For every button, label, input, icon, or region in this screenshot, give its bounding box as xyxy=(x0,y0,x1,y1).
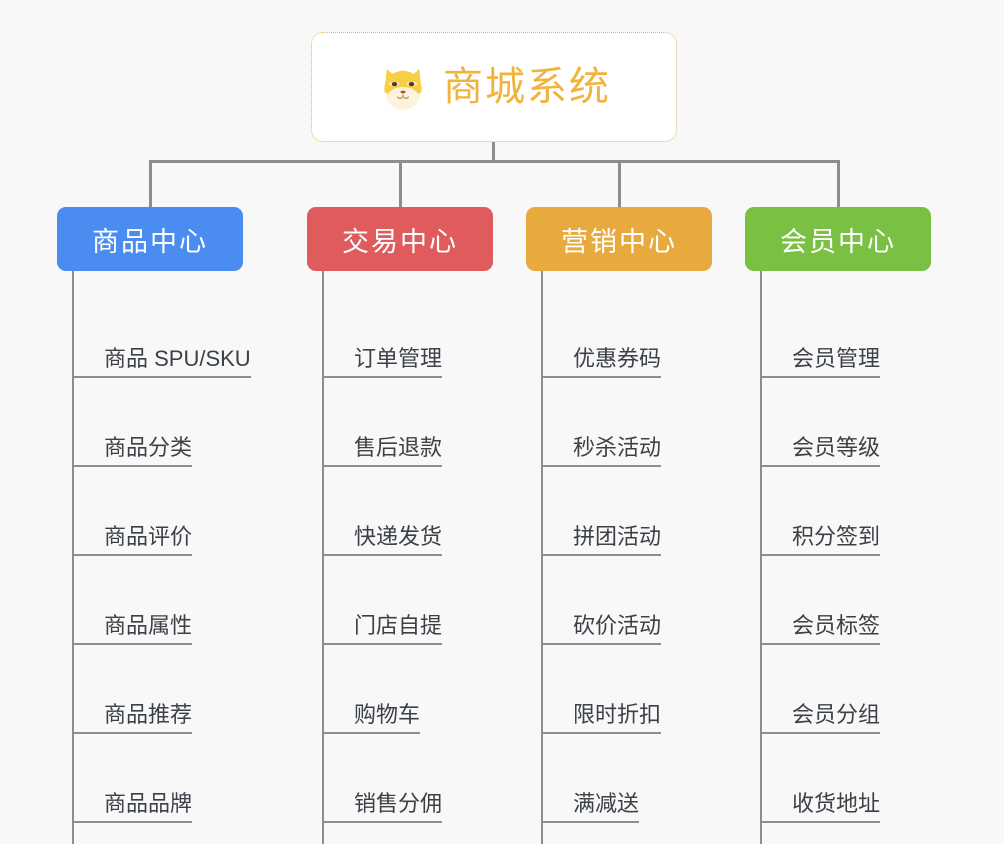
leaf-item[interactable]: 销售分佣 xyxy=(307,734,493,823)
leaf-item-label: 限时折扣 xyxy=(573,702,662,734)
leaf-item-label: 会员分组 xyxy=(792,702,881,734)
leaf-item[interactable]: 砍价活动 xyxy=(526,556,712,645)
leaf-item-label: 商品评价 xyxy=(104,524,193,556)
leaf-item-label: 门店自提 xyxy=(354,613,443,645)
leaf-item-label: 商品品牌 xyxy=(104,791,193,823)
leaf-item-label: 砍价活动 xyxy=(573,613,662,645)
leaf-item[interactable]: 满减送 xyxy=(526,734,712,823)
leaf-item-label: 秒杀活动 xyxy=(573,435,662,467)
leaf-item[interactable]: 商品推荐 xyxy=(57,645,243,734)
connector-drop-category-4 xyxy=(837,160,840,208)
column-spine xyxy=(541,271,543,844)
connector-drop-category-2 xyxy=(399,160,402,208)
category-column-member: 会员中心 会员管理 会员等级 积分签到 会员标签 会员分组 收货地址 xyxy=(745,207,931,844)
leaf-list-transaction: 订单管理 售后退款 快递发货 门店自提 购物车 销售分佣 xyxy=(307,271,493,844)
leaf-item[interactable]: 售后退款 xyxy=(307,378,493,467)
leaf-item[interactable]: 购物车 xyxy=(307,645,493,734)
category-header-product[interactable]: 商品中心 xyxy=(57,207,243,271)
category-column-marketing: 营销中心 优惠券码 秒杀活动 拼团活动 砍价活动 限时折扣 满减送 xyxy=(526,207,712,844)
category-header-label: 商品中心 xyxy=(92,226,208,257)
leaf-item-label: 会员标签 xyxy=(792,613,881,645)
category-header-label: 会员中心 xyxy=(780,226,896,257)
leaf-item[interactable]: 订单管理 xyxy=(307,289,493,378)
shiba-dog-face-icon xyxy=(377,61,429,113)
connector-drop-category-1 xyxy=(149,160,152,208)
leaf-item[interactable]: 会员等级 xyxy=(745,378,931,467)
leaf-item-label: 商品属性 xyxy=(104,613,193,645)
category-header-marketing[interactable]: 营销中心 xyxy=(526,207,712,271)
leaf-item[interactable]: 门店自提 xyxy=(307,556,493,645)
leaf-item-label: 会员管理 xyxy=(792,346,881,378)
leaf-item[interactable]: 限时折扣 xyxy=(526,645,712,734)
leaf-item-label: 购物车 xyxy=(354,702,421,734)
leaf-item[interactable]: 商品品牌 xyxy=(57,734,243,823)
leaf-item[interactable]: 会员标签 xyxy=(745,556,931,645)
leaf-item-label: 售后退款 xyxy=(354,435,443,467)
leaf-item-label: 积分签到 xyxy=(792,524,881,556)
category-header-label: 交易中心 xyxy=(342,226,458,257)
leaf-item[interactable]: 拼团活动 xyxy=(526,467,712,556)
leaf-item[interactable]: 会员管理 xyxy=(745,289,931,378)
leaf-item[interactable]: 商品分类 xyxy=(57,378,243,467)
leaf-item[interactable]: 商品属性 xyxy=(57,556,243,645)
column-spine xyxy=(322,271,324,844)
connector-drop-category-3 xyxy=(618,160,621,208)
leaf-item-label: 满减送 xyxy=(573,791,640,823)
leaf-item-label: 商品推荐 xyxy=(104,702,193,734)
leaf-item-label: 商品分类 xyxy=(104,435,193,467)
root-node-title: 商城系统 xyxy=(443,65,611,109)
leaf-item-label: 优惠券码 xyxy=(573,346,662,378)
leaf-item-label: 快递发货 xyxy=(354,524,443,556)
leaf-item-label: 拼团活动 xyxy=(573,524,662,556)
category-column-product: 商品中心 商品 SPU/SKU 商品分类 商品评价 商品属性 商品推荐 商品品牌 xyxy=(57,207,251,844)
leaf-item[interactable]: 秒杀活动 xyxy=(526,378,712,467)
leaf-item[interactable]: 商品评价 xyxy=(57,467,243,556)
leaf-item-label: 会员等级 xyxy=(792,435,881,467)
leaf-item[interactable]: 会员分组 xyxy=(745,645,931,734)
leaf-item-label: 订单管理 xyxy=(354,346,443,378)
category-column-transaction: 交易中心 订单管理 售后退款 快递发货 门店自提 购物车 销售分佣 xyxy=(307,207,493,844)
connector-horizontal-bus xyxy=(149,160,840,163)
leaf-list-member: 会员管理 会员等级 积分签到 会员标签 会员分组 收货地址 xyxy=(745,271,931,844)
leaf-item[interactable]: 收货地址 xyxy=(745,734,931,823)
leaf-list-marketing: 优惠券码 秒杀活动 拼团活动 砍价活动 限时折扣 满减送 xyxy=(526,271,712,844)
leaf-list-product: 商品 SPU/SKU 商品分类 商品评价 商品属性 商品推荐 商品品牌 xyxy=(57,271,251,844)
leaf-item[interactable]: 积分签到 xyxy=(745,467,931,556)
leaf-item-label: 商品 SPU/SKU xyxy=(104,346,251,378)
leaf-item[interactable]: 优惠券码 xyxy=(526,289,712,378)
leaf-item[interactable]: 快递发货 xyxy=(307,467,493,556)
column-spine xyxy=(760,271,762,844)
leaf-item-label: 收货地址 xyxy=(792,791,881,823)
root-node-shopping-mall-system[interactable]: 商城系统 xyxy=(311,32,677,142)
leaf-item-label: 销售分佣 xyxy=(354,791,443,823)
column-spine xyxy=(72,271,74,844)
category-header-transaction[interactable]: 交易中心 xyxy=(307,207,493,271)
connector-root-stem xyxy=(492,142,495,163)
category-header-label: 营销中心 xyxy=(561,226,677,257)
category-header-member[interactable]: 会员中心 xyxy=(745,207,931,271)
leaf-item[interactable]: 商品 SPU/SKU xyxy=(57,289,251,378)
